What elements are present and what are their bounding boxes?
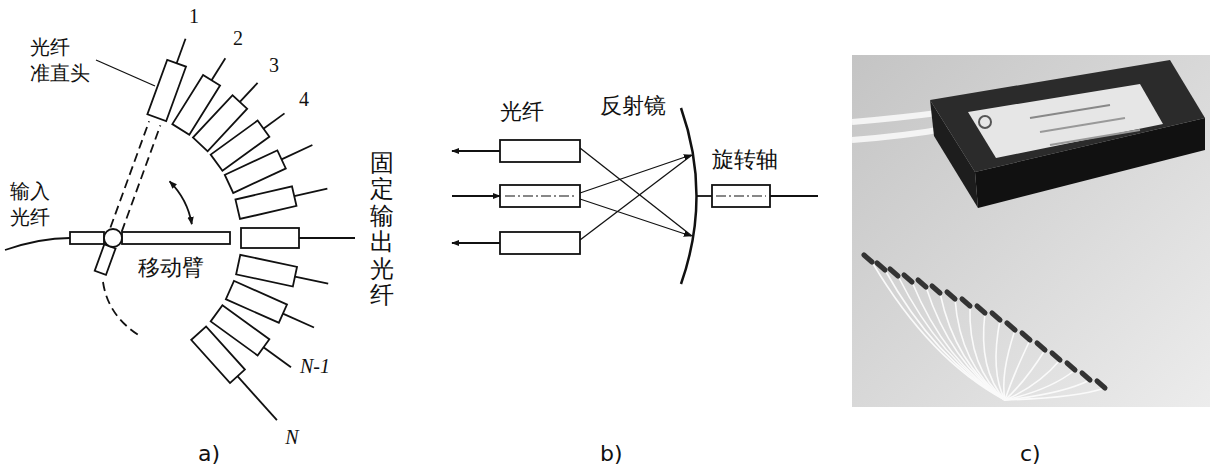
part-label: 光纤 准直头 (30, 34, 92, 86)
part-label: 固定输出光纤 (370, 150, 394, 308)
part-label: 旋转轴 (712, 146, 778, 175)
part-label: 移动臂 (138, 254, 204, 283)
callout-number: 4 (299, 89, 309, 109)
part-label: 光纤 (500, 98, 544, 127)
panel-caption: a) (198, 440, 220, 469)
part-label: 输入 光纤 (10, 178, 52, 230)
panel-caption: c) (1020, 440, 1041, 469)
panel-caption: b) (600, 440, 623, 469)
moving-arm (5, 60, 230, 336)
callout-number: 1 (189, 6, 199, 26)
mirror-switch (452, 108, 818, 284)
callout-number: 2 (233, 28, 243, 48)
callout-number: N-1 (300, 356, 330, 376)
callout-number: 3 (269, 55, 279, 75)
collimator-fan (147, 35, 355, 426)
callout-number: N (285, 427, 298, 447)
part-label: 反射镜 (600, 92, 666, 121)
device-photo (852, 55, 1210, 407)
